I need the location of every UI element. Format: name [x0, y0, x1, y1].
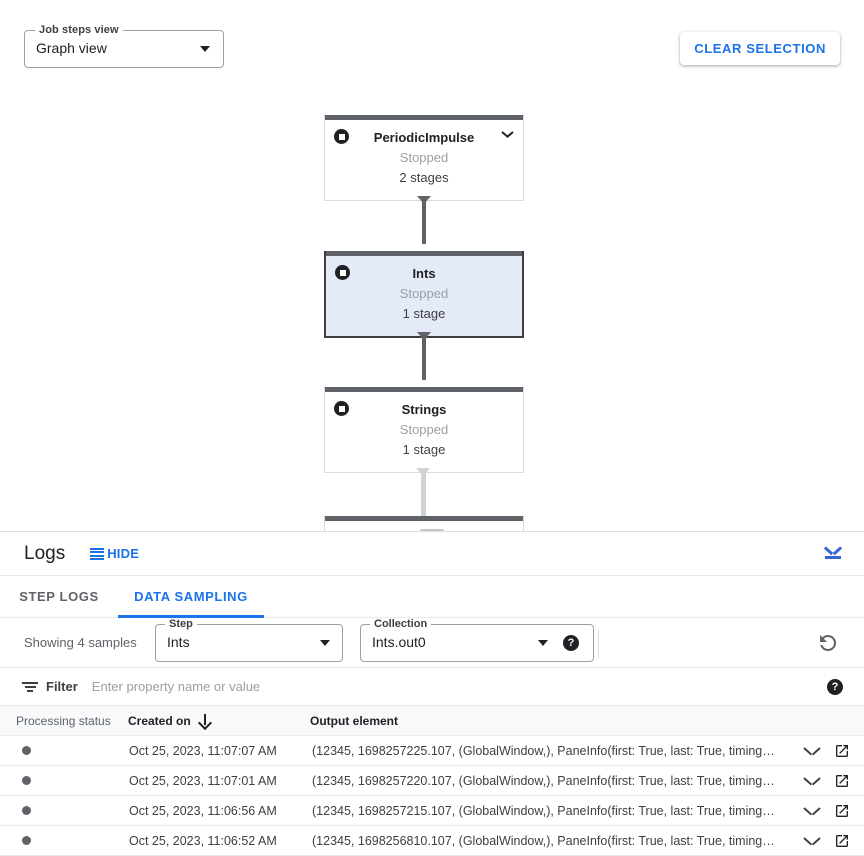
node-status-bar [325, 516, 523, 521]
processing-status-dot [22, 806, 31, 815]
graph-node-periodicimpulse[interactable]: PeriodicImpulse Stopped 2 stages [324, 115, 524, 201]
chevron-down-icon [200, 46, 210, 52]
node-status: Stopped [399, 422, 449, 437]
node-title: Strings [401, 402, 447, 417]
logs-header: Logs HIDE [0, 532, 864, 576]
expand-row-icon[interactable] [804, 807, 820, 816]
tab-data-sampling[interactable]: DATA SAMPLING [118, 576, 264, 618]
cell-created-on: Oct 25, 2023, 11:06:52 AM [129, 833, 277, 848]
node-status: Stopped [399, 286, 449, 301]
chevron-down-icon[interactable] [502, 131, 513, 138]
job-steps-view-label: Job steps view [35, 24, 123, 36]
graph-node-partial[interactable] [324, 516, 524, 531]
graph-edge-1 [422, 196, 426, 244]
table-row[interactable]: Oct 25, 2023, 11:07:07 AM (12345, 169825… [0, 736, 864, 766]
processing-status-dot [22, 746, 31, 755]
filter-icon [22, 681, 38, 693]
filter-input[interactable] [91, 679, 692, 694]
processing-status-dot [22, 836, 31, 845]
table-row[interactable]: Oct 25, 2023, 11:07:01 AM (12345, 169825… [0, 766, 864, 796]
help-icon[interactable]: ? [563, 635, 579, 651]
showing-samples-label: Showing 4 samples [24, 635, 137, 650]
logs-title: Logs [24, 542, 66, 564]
graph-node-ints[interactable]: Ints Stopped 1 stage [324, 251, 524, 338]
table-row[interactable]: Oct 25, 2023, 11:06:52 AM (12345, 169825… [0, 826, 864, 856]
graph-node-strings[interactable]: Strings Stopped 1 stage [324, 387, 524, 473]
expand-row-icon[interactable] [804, 777, 820, 786]
cell-output-element: (12345, 1698257225.107, (GlobalWindow,),… [312, 743, 775, 758]
filter-label: Filter [46, 679, 78, 694]
node-stages: 2 stages [399, 170, 449, 185]
cell-created-on: Oct 25, 2023, 11:07:01 AM [129, 773, 277, 788]
expand-row-icon[interactable] [804, 837, 820, 846]
filter-row: Filter ? [0, 668, 864, 706]
stop-icon [334, 401, 349, 416]
open-in-new-icon[interactable] [834, 833, 850, 849]
cell-output-element: (12345, 1698256810.107, (GlobalWindow,),… [312, 833, 775, 848]
node-title: Ints [412, 266, 436, 281]
clear-selection-button[interactable]: CLEAR SELECTION [680, 32, 840, 65]
stop-icon [335, 265, 350, 280]
sort-descending-icon [199, 714, 210, 727]
collection-select-value: Ints.out0 [372, 634, 426, 650]
step-select[interactable]: Step Ints [155, 618, 343, 662]
column-header-processing-status: Processing status [16, 713, 111, 728]
job-steps-view-select[interactable]: Job steps view Graph view [24, 24, 224, 68]
toolbar-divider [598, 628, 599, 658]
open-in-new-icon[interactable] [834, 803, 850, 819]
data-sampling-toolbar: Showing 4 samples Step Ints Collection I… [0, 618, 864, 668]
processing-status-dot [22, 776, 31, 785]
node-status-bar [325, 115, 523, 120]
graph-edge-arrow-2 [417, 332, 431, 340]
cell-created-on: Oct 25, 2023, 11:06:56 AM [129, 803, 277, 818]
graph-edge-arrow-3 [416, 468, 430, 476]
step-select-label: Step [165, 618, 197, 630]
hide-logs-button[interactable]: HIDE [90, 546, 139, 561]
logs-tabs: STEP LOGS DATA SAMPLING [0, 576, 864, 618]
hide-logs-label: HIDE [107, 546, 140, 561]
table-row[interactable]: Oct 25, 2023, 11:06:56 AM (12345, 169825… [0, 796, 864, 826]
refresh-icon[interactable] [816, 631, 840, 655]
node-title: PeriodicImpulse [373, 130, 475, 145]
node-status-bar [326, 251, 522, 256]
open-in-new-icon[interactable] [834, 743, 850, 759]
column-header-created-on-label: Created on [128, 713, 191, 728]
collection-select-label: Collection [370, 618, 432, 630]
stop-icon [334, 129, 349, 144]
table-header: Processing status Created on Output elem… [0, 706, 864, 736]
open-in-new-icon[interactable] [834, 773, 850, 789]
cell-output-element: (12345, 1698257215.107, (GlobalWindow,),… [312, 803, 775, 818]
job-graph-pane: Job steps view Graph view CLEAR SELECTIO… [0, 0, 864, 531]
hamburger-icon [90, 547, 105, 560]
graph-edge-3 [421, 468, 426, 520]
graph-edge-arrow-1 [417, 196, 431, 204]
step-select-value: Ints [167, 634, 190, 650]
column-header-output-element: Output element [310, 713, 399, 728]
column-header-created-on[interactable]: Created on [128, 714, 310, 728]
tab-step-logs[interactable]: STEP LOGS [19, 589, 99, 604]
node-status: Stopped [399, 150, 449, 165]
help-icon[interactable]: ? [827, 679, 843, 695]
chevron-down-icon [320, 640, 330, 646]
node-status-bar [325, 387, 523, 392]
logs-panel: Logs HIDE STEP LOGS DATA SAMPLING Showin… [0, 531, 864, 856]
collapse-panel-icon[interactable] [820, 542, 846, 566]
cell-output-element: (12345, 1698257220.107, (GlobalWindow,),… [312, 773, 775, 788]
collection-select[interactable]: Collection Ints.out0 ? [360, 618, 594, 662]
node-stages: 1 stage [402, 306, 446, 321]
graph-edge-2 [422, 332, 426, 380]
graph-canvas: PeriodicImpulse Stopped 2 stages Ints St… [0, 0, 864, 531]
samples-table: Oct 25, 2023, 11:07:07 AM (12345, 169825… [0, 736, 864, 856]
chevron-down-icon [538, 640, 548, 646]
expand-row-icon[interactable] [804, 747, 820, 756]
cell-created-on: Oct 25, 2023, 11:07:07 AM [129, 743, 277, 758]
job-steps-view-value: Graph view [36, 40, 107, 56]
node-stages: 1 stage [402, 442, 446, 457]
